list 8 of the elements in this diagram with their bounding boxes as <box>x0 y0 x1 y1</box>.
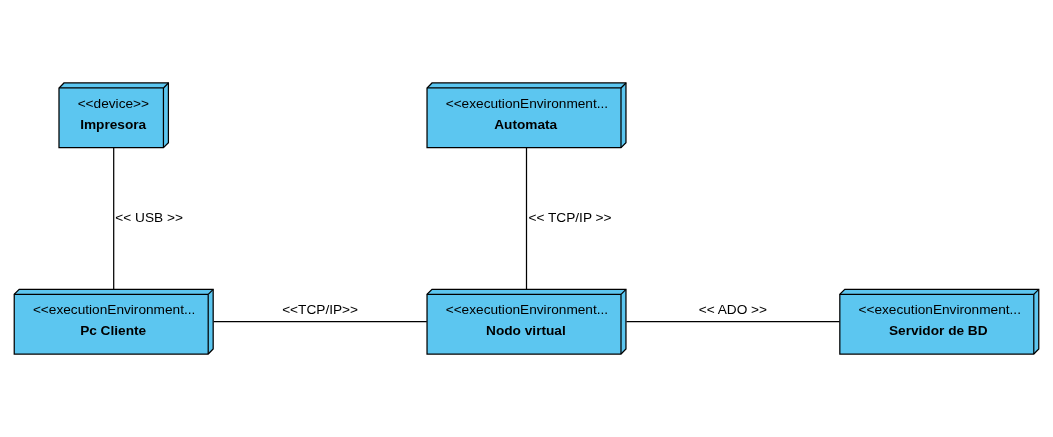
connector <box>525 147 528 290</box>
edge-label: <<TCP/IP>> <box>282 301 359 317</box>
edge-label: << ADO >> <box>698 301 768 317</box>
edge-label: << TCP/IP >> <box>528 209 612 225</box>
edge-label: << USB >> <box>115 209 183 225</box>
connector <box>213 321 428 323</box>
connector <box>625 321 841 323</box>
connector <box>113 147 115 290</box>
